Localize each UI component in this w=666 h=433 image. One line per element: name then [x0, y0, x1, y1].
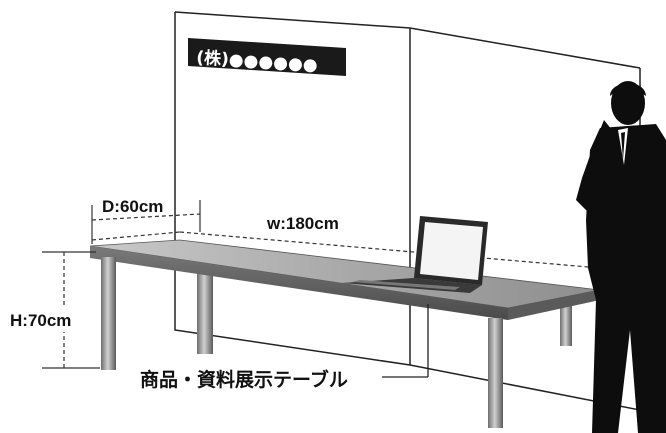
back-dashed-line — [91, 231, 601, 269]
company-sign: (株)●●●●●● — [188, 38, 346, 76]
depth-label: D:60cm — [102, 197, 163, 216]
width-label: w:180cm — [266, 214, 339, 233]
height-label: H:70cm — [10, 311, 71, 330]
exhibit-table — [89, 239, 601, 320]
backdrop-panel — [174, 11, 641, 411]
table-caption: 商品・資料展示テーブル — [140, 368, 348, 391]
table-back-legs — [197, 262, 572, 354]
depth-dimension — [91, 200, 201, 244]
businessman-icon — [576, 81, 666, 433]
table-front-legs — [101, 257, 503, 428]
caption-leader — [382, 304, 429, 378]
laptop-icon — [342, 216, 488, 293]
